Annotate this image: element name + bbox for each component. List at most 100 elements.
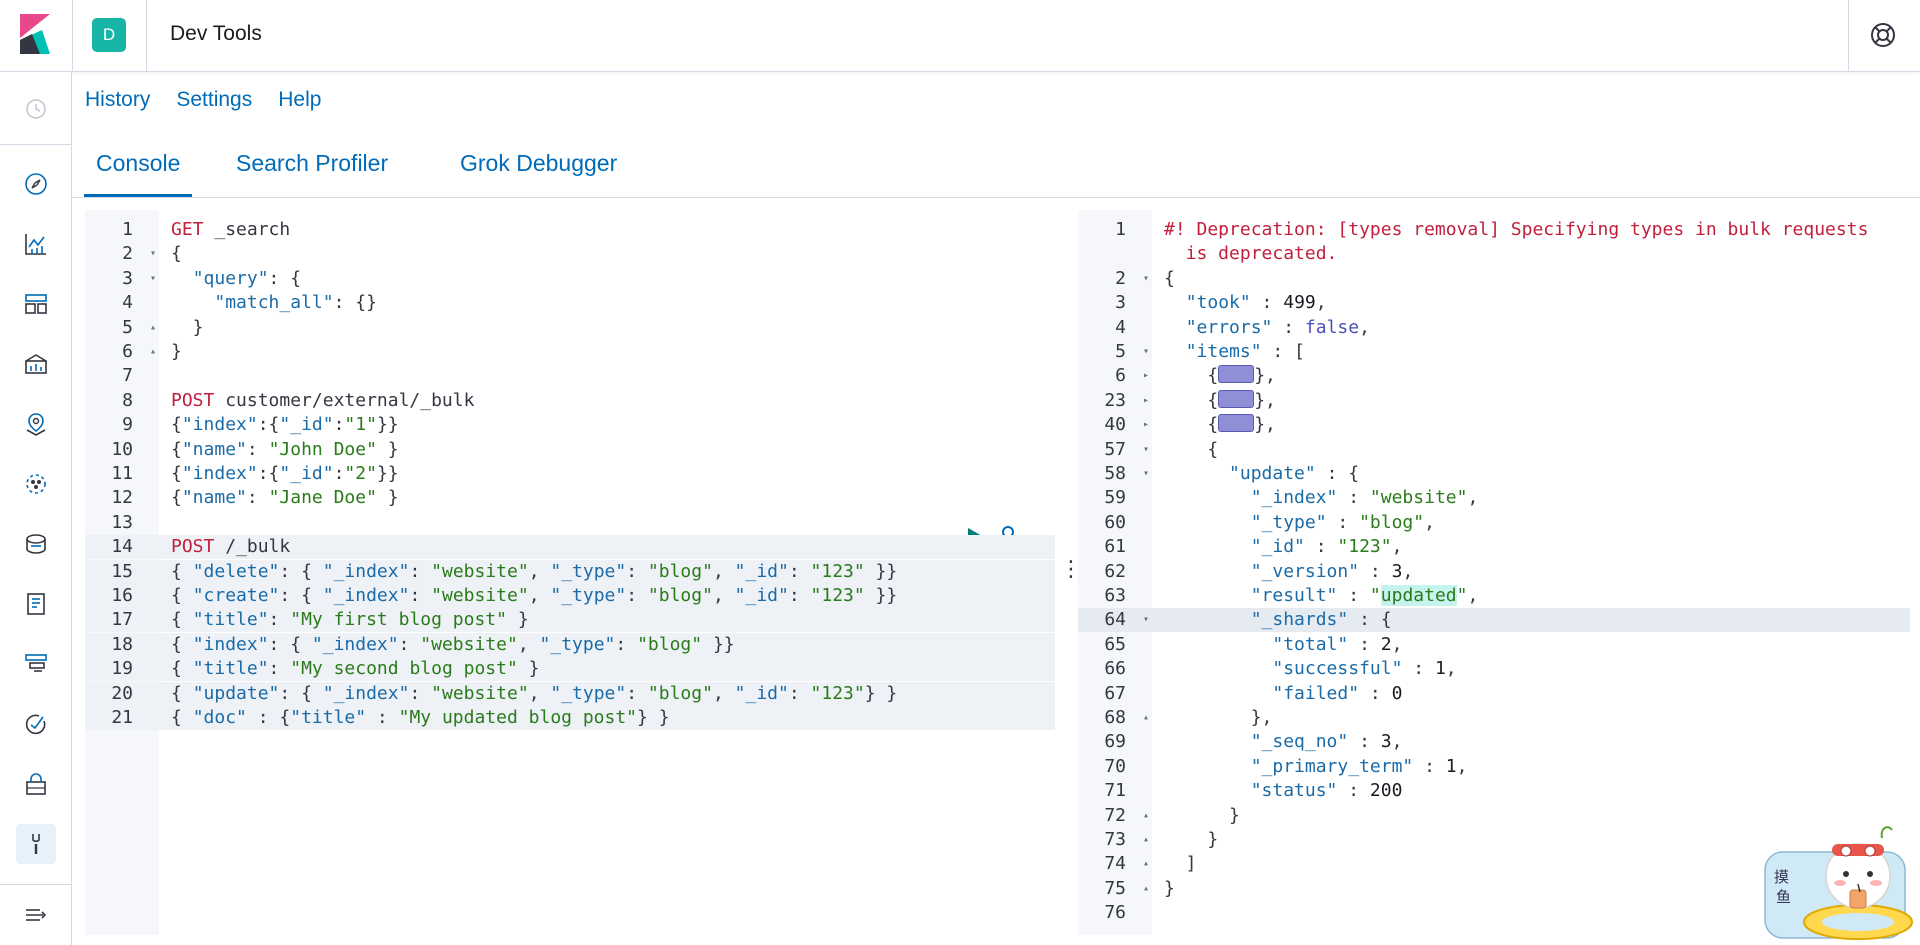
fold-toggle-icon[interactable]: ▴: [1142, 809, 1150, 821]
code-line[interactable]: 57▾ {: [1078, 438, 1910, 462]
uptime-icon[interactable]: [16, 704, 56, 744]
fold-toggle-icon[interactable]: ▴: [1142, 834, 1150, 845]
code-line[interactable]: 13: [85, 511, 1055, 535]
machine-learning-icon[interactable]: [16, 464, 56, 504]
fold-toggle-icon[interactable]: ▾: [149, 248, 157, 260]
code-line[interactable]: 68▴ },: [1078, 706, 1910, 730]
code-line[interactable]: 59 "_index" : "website",: [1078, 486, 1910, 510]
fold-toggle-icon[interactable]: ▴: [149, 346, 157, 357]
canvas-icon[interactable]: [16, 344, 56, 384]
help-lifebuoy-icon[interactable]: [1868, 20, 1898, 50]
code-line[interactable]: 9{"index":{"_id":"1"}}: [85, 413, 1055, 437]
code-line[interactable]: 16{ "create": { "_index": "website", "_t…: [85, 584, 1055, 608]
tab-grok-debugger[interactable]: Grok Debugger: [460, 150, 618, 176]
code-line[interactable]: 65 "total" : 2,: [1078, 633, 1910, 657]
code-line[interactable]: 4 "match_all": {}: [85, 291, 1055, 315]
code-line[interactable]: 11{"index":{"_id":"2"}}: [85, 462, 1055, 486]
code-line[interactable]: 74▴ ]: [1078, 852, 1910, 876]
code-line[interactable]: 6▸ {},: [1078, 364, 1910, 388]
code-line[interactable]: is deprecated.: [1078, 242, 1910, 266]
line-number: 19: [111, 658, 133, 680]
response-editor[interactable]: 1#! Deprecation: [types removal] Specify…: [1078, 210, 1910, 935]
fold-toggle-icon[interactable]: ▴: [1142, 712, 1150, 723]
code-line[interactable]: 76: [1078, 901, 1910, 925]
fold-toggle-icon[interactable]: ▾: [149, 272, 157, 284]
code-line[interactable]: 64▾ "_shards" : {: [1078, 608, 1910, 633]
code-line[interactable]: 69 "_seq_no" : 3,: [1078, 730, 1910, 754]
code-line[interactable]: 60 "_type" : "blog",: [1078, 511, 1910, 535]
code-line[interactable]: 66 "successful" : 1,: [1078, 657, 1910, 681]
dev-tools-wrench-icon[interactable]: [16, 824, 56, 864]
code-line[interactable]: 5▴ }: [85, 316, 1055, 340]
fold-toggle-icon[interactable]: ▸: [1142, 419, 1150, 431]
code-line[interactable]: 40▸ {},: [1078, 413, 1910, 437]
code-line[interactable]: 15{ "delete": { "_index": "website", "_t…: [85, 559, 1055, 584]
code-text: {},: [1164, 364, 1276, 388]
settings-link[interactable]: Settings: [176, 88, 253, 111]
fold-toggle-icon[interactable]: ▾: [1142, 614, 1150, 626]
recently-viewed-clock-icon[interactable]: [16, 89, 56, 129]
fold-toggle-icon[interactable]: ▸: [1142, 370, 1150, 382]
fold-toggle-icon[interactable]: ▴: [1142, 882, 1150, 894]
code-line[interactable]: 6▴}: [85, 340, 1055, 364]
code-line[interactable]: 2▾{: [1078, 267, 1910, 291]
maps-icon[interactable]: [16, 404, 56, 444]
code-line[interactable]: 67 "failed" : 0: [1078, 682, 1910, 706]
dashboard-icon[interactable]: [16, 284, 56, 324]
code-line[interactable]: 3▾ "query": {: [85, 267, 1055, 291]
fold-toggle-icon[interactable]: ▴: [1142, 858, 1150, 870]
code-line[interactable]: 4 "errors" : false,: [1078, 316, 1910, 340]
fold-toggle-icon[interactable]: ▾: [1142, 468, 1150, 479]
help-link[interactable]: Help: [278, 88, 322, 111]
fold-toggle-icon[interactable]: ▾: [1142, 272, 1150, 284]
code-line[interactable]: 61 "_id" : "123",: [1078, 535, 1910, 559]
space-avatar[interactable]: D: [92, 18, 126, 52]
collapsed-object-icon[interactable]: [1218, 365, 1255, 384]
code-token: "123": [810, 682, 865, 704]
code-line[interactable]: 75▴}: [1078, 877, 1910, 901]
tab-search-profiler[interactable]: Search Profiler: [236, 150, 389, 176]
code-line[interactable]: 63 "result" : "updated",: [1078, 584, 1910, 608]
apm-icon[interactable]: [16, 644, 56, 684]
history-link[interactable]: History: [85, 88, 151, 111]
code-line[interactable]: 18{ "index": { "_index": "website", "_ty…: [85, 632, 1055, 657]
collapsed-object-icon[interactable]: [1218, 414, 1255, 433]
code-line[interactable]: 1#! Deprecation: [types removal] Specify…: [1078, 218, 1910, 242]
code-line[interactable]: 23▸ {},: [1078, 389, 1910, 413]
fold-toggle-icon[interactable]: ▾: [1142, 346, 1150, 357]
code-line[interactable]: 70 "_primary_term" : 1,: [1078, 755, 1910, 779]
code-line[interactable]: 58▾ "update" : {: [1078, 462, 1910, 486]
code-line[interactable]: 10{"name": "John Doe" }: [85, 438, 1055, 462]
code-line[interactable]: 72▴ }: [1078, 804, 1910, 828]
code-line[interactable]: 17{ "title": "My first blog post" }: [85, 608, 1055, 633]
code-line[interactable]: 20{ "update": { "_index": "website", "_t…: [85, 681, 1055, 706]
discover-compass-icon[interactable]: [16, 164, 56, 204]
code-line[interactable]: 12{"name": "Jane Doe" }: [85, 486, 1055, 510]
siem-lock-icon[interactable]: [16, 764, 56, 804]
collapse-nav-icon[interactable]: [16, 895, 56, 935]
code-line[interactable]: 21{ "doc" : {"title" : "My updated blog …: [85, 706, 1055, 730]
code-line[interactable]: 3 "took" : 499,: [1078, 291, 1910, 315]
code-line[interactable]: 2▾{: [85, 242, 1055, 266]
collapsed-object-icon[interactable]: [1218, 389, 1255, 408]
code-line[interactable]: 5▾ "items" : [: [1078, 340, 1910, 364]
code-line[interactable]: 62 "_version" : 3,: [1078, 560, 1910, 584]
code-line[interactable]: 71 "status" : 200: [1078, 779, 1910, 803]
code-line[interactable]: 73▴ }: [1078, 828, 1910, 852]
code-line[interactable]: 19{ "title": "My second blog post" }: [85, 657, 1055, 682]
fold-toggle-icon[interactable]: ▴: [149, 321, 157, 333]
fold-toggle-icon[interactable]: ▾: [1142, 443, 1150, 455]
logs-icon[interactable]: [16, 584, 56, 624]
tab-console[interactable]: Console: [84, 150, 193, 197]
code-line[interactable]: 7: [85, 364, 1055, 388]
infrastructure-icon[interactable]: [16, 524, 56, 564]
kibana-logo-icon[interactable]: [18, 14, 52, 54]
pane-resizer-handle[interactable]: ⋮: [1060, 557, 1082, 582]
code-token: "_type": [550, 560, 627, 582]
visualize-chart-icon[interactable]: [16, 224, 56, 264]
fold-toggle-icon[interactable]: ▸: [1142, 394, 1150, 406]
